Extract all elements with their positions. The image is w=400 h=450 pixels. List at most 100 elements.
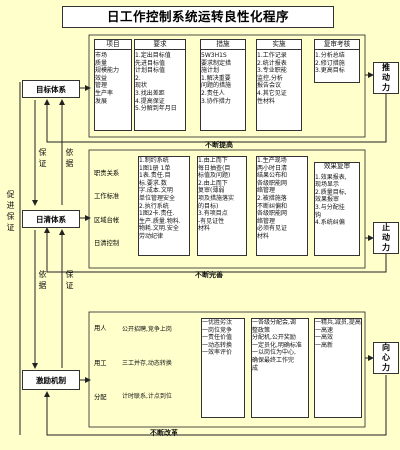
inspection-list: 1.由上而下每日抽查(目标值及问题)2.由上而下复审(薄弱项及措施落实的目标)3… (198, 157, 246, 233)
standard-item-4: 字.成本.文明 (139, 187, 173, 195)
standard-item-3: 标.要求.数 (139, 179, 167, 187)
policy-row-1: 三工并存,动态转换 (122, 359, 172, 367)
inspection-item-3: 2.由上而下 (198, 179, 228, 187)
network-item-6: 不断纠偏和 (257, 202, 288, 210)
competition-item-1: 一岗位竞争 (202, 326, 233, 334)
network-item-1: 两小时日清 (257, 164, 288, 172)
requirement-item-4: 现状 (135, 82, 148, 90)
goal-system-box: 目标体系 (22, 80, 80, 98)
distribution-item-5: 确保最终工作完 (252, 356, 295, 364)
network-item-3: 各级职能网 (257, 179, 288, 187)
project-item-5: 生产率 (95, 89, 114, 97)
section2-left-labels: 职责关系 工作标准 区域台帐 日清控制 (94, 170, 136, 249)
review-item-0: 1.分析总结 (315, 52, 345, 59)
push-force-box: 推动力 (373, 62, 399, 94)
measure-item-4: 问题的措施 (201, 82, 232, 90)
standard-item-8: 生产.质量.物料. (139, 217, 181, 225)
implementation-item-6: 性材料 (257, 97, 276, 105)
inspection-item-4: 复审(薄弱 (198, 187, 225, 195)
effect-review-item-6: 4.系统纠偏 (315, 219, 345, 227)
network-item-2: 结果公布和 (257, 172, 288, 180)
measure-item-5: 2.责任人 (201, 89, 225, 97)
policy-row-0: 公开招聘,竞争上岗 (122, 326, 172, 333)
inspection-item-9: 材料 (198, 225, 211, 233)
section2-label-0: 职责关系 (94, 170, 120, 177)
daily-clear-box: 日清体系 (22, 210, 80, 228)
basis-label-2: 依据 (38, 270, 47, 292)
implementation-item-3: 监控,分析 (257, 74, 283, 82)
standard-item-10: 劳动纪律 (139, 232, 164, 240)
inspection-item-1: 每日抽查(目 (198, 164, 231, 172)
inspection-item-2: 标值及问题) (198, 172, 231, 180)
distribution-item-4: 一以岗位为中心, (252, 349, 296, 357)
effect-review-item-4: 3.与分配挂 (315, 203, 345, 211)
requirement-item-6: 4.提高保证 (135, 97, 165, 105)
inspection-item-0: 1.由上而下 (198, 157, 228, 164)
productivity-item-1: 一高速 (315, 326, 334, 334)
distribution-column: 一各级分配会,调整政策分配机,公开奖励一定员化,明确标准一以岗位为中心,确保最终… (251, 318, 309, 418)
stop-force-box: 止动力 (373, 222, 399, 254)
effect-review-item-3: 效果报审 (315, 196, 340, 204)
push-force-label: 推动力 (381, 63, 391, 93)
stop-force-label: 止动力 (381, 223, 391, 253)
incentive-box: 激励机制 (22, 370, 80, 390)
distribution-item-2: 分配机,公开奖励 (252, 334, 296, 342)
section3-label-2: 分配 (94, 394, 107, 402)
effect-review-title: 效果复审 (323, 162, 351, 170)
centripetal-force-label: 向心力 (381, 343, 391, 373)
project-item-4: 管理 (95, 82, 108, 90)
continuous-improve-label: 不断提高 (205, 141, 233, 149)
inspection-item-5: 项及措施落实 (198, 194, 235, 202)
project-item-2: 规模能力 (95, 67, 120, 75)
measure-item-6: 3.协作措力 (201, 97, 231, 105)
section3-label-0: 用人 (94, 325, 107, 332)
standard-item-5: 单位管理安全 (139, 194, 176, 202)
effect-review-item-0: 1.效果报表, (315, 173, 347, 181)
section2-label-3: 日清控制 (94, 240, 120, 248)
distribution-list: 一各级分配会,调整政策分配机,公开奖励一定员化,明确标准一以岗位为中心,确保最终… (252, 319, 308, 372)
implementation-item-5: 4.其它见证 (257, 89, 287, 97)
productivity-item-0: 一精兵,减员,提高劳动生产率 (315, 319, 361, 326)
implementation-header: 实施 (257, 40, 301, 50)
network-item-7: 各级职能网 (257, 210, 288, 218)
requirement-item-3: 2. (135, 74, 141, 82)
requirement-item-7: 5.分解到年月日 (135, 105, 177, 113)
daily-clear-label: 日清体系 (36, 214, 66, 224)
project-item-1: 质量 (95, 59, 108, 67)
review-item-1: 2.修订措施 (315, 59, 345, 67)
distribution-item-6: 成 (252, 364, 259, 372)
section2-label-2: 区域台帐 (94, 217, 120, 225)
network-item-10: 材料 (257, 232, 270, 240)
section2-label-1: 工作标准 (94, 192, 120, 200)
distribution-item-0: 一各级分配会,调 (252, 319, 296, 326)
requirement-header: 要求 (135, 40, 185, 50)
basis-label-1: 依据 (65, 148, 74, 170)
inspection-column: 1.由上而下每日抽查(目标值及问题)2.由上而下复审(薄弱项及措施落实的目标)3… (197, 156, 247, 256)
measure-header: 措施 (201, 40, 245, 50)
goal-system-label: 目标体系 (36, 84, 66, 94)
promote-guarantee-label: 促进保证 (6, 190, 15, 234)
centripetal-force-box: 向心力 (373, 342, 399, 374)
implementation-item-1: 2.统计报表 (257, 59, 287, 67)
productivity-item-2: 一高效 (315, 334, 334, 342)
inspection-item-8: -有见证性 (198, 217, 225, 225)
competition-column: 一优胜劣汰一岗位竞争一责任价值一动态转换一效率评价 (201, 318, 245, 418)
policy-row-2: 计时联系,计点到位 (122, 393, 172, 401)
implementation-item-0: 1.工作记录 (257, 52, 287, 59)
project-header: 项目 (95, 40, 131, 50)
productivity-list: 一精兵,减员,提高劳动生产率一高速一高效一高新 (315, 319, 361, 349)
network-item-4: 络管理 (257, 187, 276, 195)
project-item-3: 效益 (95, 74, 108, 82)
requirement-item-0: 1.定出目标值 (135, 52, 171, 59)
